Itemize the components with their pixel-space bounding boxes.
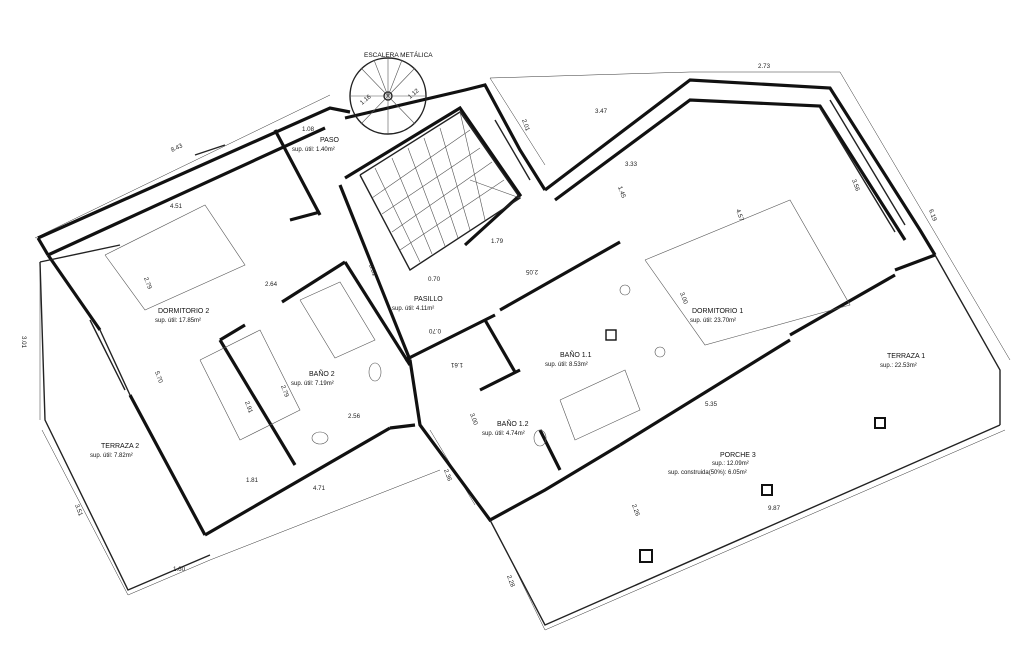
dim-label: 9.87 bbox=[768, 505, 781, 512]
dim-label: 3.47 bbox=[595, 108, 608, 115]
dim-label: 1.45 bbox=[616, 185, 627, 199]
dim-label: 2.28 bbox=[505, 574, 516, 588]
dimension-labels: 8.43 1.08 2.73 3.47 2.01 6.19 3.56 3.33 … bbox=[20, 63, 938, 589]
room-name-dormitorio-1: DORMITORIO 1 bbox=[692, 308, 743, 315]
dim-label: 0.70 bbox=[428, 276, 441, 283]
room-area-bano-1-2: sup. útil: 4.74m² bbox=[482, 431, 525, 437]
room-area-dormitorio-2: sup. útil: 17.85m² bbox=[155, 318, 201, 324]
dim-label: 5.70 bbox=[153, 370, 164, 384]
dim-label: 2.64 bbox=[265, 281, 278, 288]
room-area-bano-2: sup. útil: 7.19m² bbox=[291, 381, 334, 387]
dim-label: 8.43 bbox=[170, 142, 184, 154]
dim-label: 2.73 bbox=[758, 63, 771, 70]
straight-stair bbox=[359, 111, 521, 272]
spiral-stair bbox=[349, 57, 427, 135]
walls bbox=[36, 78, 1001, 626]
room-name-bano-1-2: BAÑO 1.2 bbox=[497, 419, 529, 428]
room-name-terraza-2: TERRAZA 2 bbox=[101, 443, 139, 450]
dimension-lines bbox=[34, 71, 1011, 631]
dim-label: 4.71 bbox=[313, 485, 326, 492]
dim-label: 2.26 bbox=[630, 503, 641, 517]
dim-label: 3.00 bbox=[678, 291, 689, 305]
dim-label: 2.79 bbox=[279, 384, 290, 398]
dim-label: 2.01 bbox=[520, 118, 531, 132]
windows bbox=[89, 99, 906, 396]
room-name-paso: PASO bbox=[320, 137, 339, 144]
room-area-pasillo: sup. útil: 4.11m² bbox=[392, 306, 434, 312]
dim-label: 3.01 bbox=[20, 336, 27, 349]
room-name-dormitorio-2: DORMITORIO 2 bbox=[158, 308, 209, 315]
room-name-terraza-1: TERRAZA 1 bbox=[887, 353, 925, 360]
room-area-porche-3: sup.: 12.09m² bbox=[712, 461, 749, 467]
room-area2-porche-3: sup. construida(50%): 6.05m² bbox=[668, 470, 747, 476]
room-name-bano-2: BAÑO 2 bbox=[309, 369, 335, 378]
room-labels: DORMITORIO 2 sup. útil: 17.85m² PASO sup… bbox=[90, 137, 925, 476]
dim-label: 1.16 bbox=[359, 93, 373, 106]
dim-label: 3.33 bbox=[625, 161, 638, 168]
dim-label: 2.91 bbox=[243, 400, 254, 414]
dim-label: 3.51 bbox=[367, 263, 378, 277]
room-name-porche-3: PORCHE 3 bbox=[720, 452, 756, 459]
dim-label: 2.79 bbox=[142, 276, 153, 290]
stair-title: ESCALERA METÁLICA bbox=[364, 50, 433, 59]
dim-label: 2.36 bbox=[442, 468, 453, 482]
dim-label: 1.81 bbox=[246, 477, 259, 484]
room-area-bano-1-1: sup. útil: 8.53m² bbox=[545, 362, 588, 368]
dim-label: 4.51 bbox=[170, 203, 183, 210]
dim-label: 6.19 bbox=[927, 208, 938, 222]
dim-label: 1.79 bbox=[491, 238, 504, 245]
dim-label: 3.51 bbox=[73, 503, 84, 517]
dim-label: 1.60 bbox=[173, 566, 186, 573]
dim-label: 1.61 bbox=[450, 361, 463, 368]
dim-label: 2.56 bbox=[348, 413, 361, 420]
dim-label: 3.56 bbox=[850, 178, 861, 192]
room-name-bano-1-1: BAÑO 1.1 bbox=[560, 350, 592, 359]
dim-label: 1.08 bbox=[302, 126, 315, 133]
dim-label: 2.05 bbox=[525, 268, 538, 275]
dim-label: 4.57 bbox=[734, 208, 745, 222]
room-area-paso: sup. útil: 1.40m² bbox=[292, 147, 335, 153]
dim-label: 5.35 bbox=[705, 401, 718, 408]
dim-label: 3.00 bbox=[468, 412, 479, 426]
dim-label: 1.12 bbox=[407, 87, 421, 100]
room-area-terraza-1: sup.: 22.53m² bbox=[880, 363, 917, 369]
room-area-dormitorio-1: sup. útil: 23.70m² bbox=[690, 318, 736, 324]
room-area-terraza-2: sup. útil: 7.82m² bbox=[90, 453, 133, 459]
dim-label: 0.70 bbox=[428, 327, 441, 334]
room-name-pasillo: PASILLO bbox=[414, 296, 443, 303]
fixtures bbox=[104, 199, 851, 447]
